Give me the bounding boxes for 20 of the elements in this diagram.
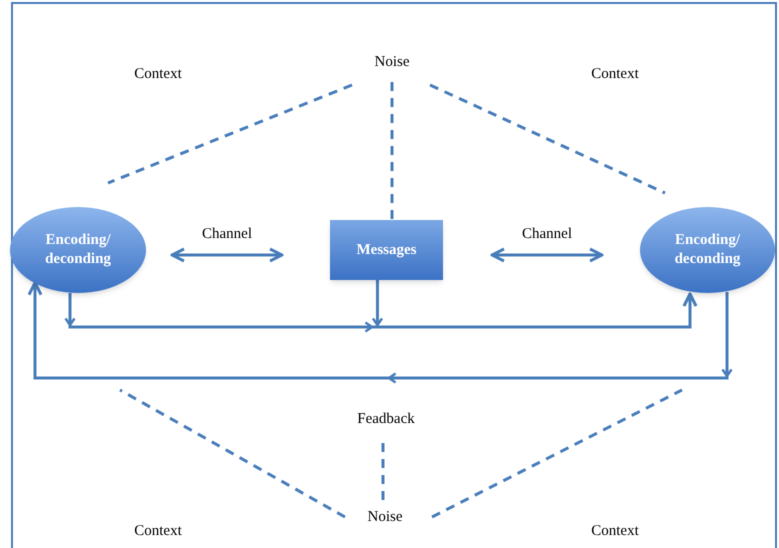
arrow	[170, 248, 284, 262]
node-text: Noise	[355, 507, 415, 527]
process-ellipse: Encoding/ deconding	[640, 207, 775, 293]
dashed-line	[119, 388, 346, 518]
arrow	[28, 281, 733, 384]
context-label: Context	[134, 64, 182, 84]
dashed-line	[382, 440, 384, 500]
context-label: Context	[591, 522, 639, 541]
arrow	[372, 280, 698, 328]
arrow	[490, 248, 604, 262]
dashed-line	[390, 82, 394, 220]
node-text: Noise	[362, 52, 422, 72]
dashed-line	[429, 84, 666, 194]
dashed-line	[107, 84, 353, 184]
process-ellipse: Encoding/ deconding	[10, 207, 146, 293]
process-box: Messages	[330, 220, 443, 280]
dashed-line	[431, 388, 683, 518]
context-label: Context	[591, 64, 639, 84]
context-label: Context	[134, 522, 182, 541]
node-text: Feadback	[348, 409, 424, 429]
